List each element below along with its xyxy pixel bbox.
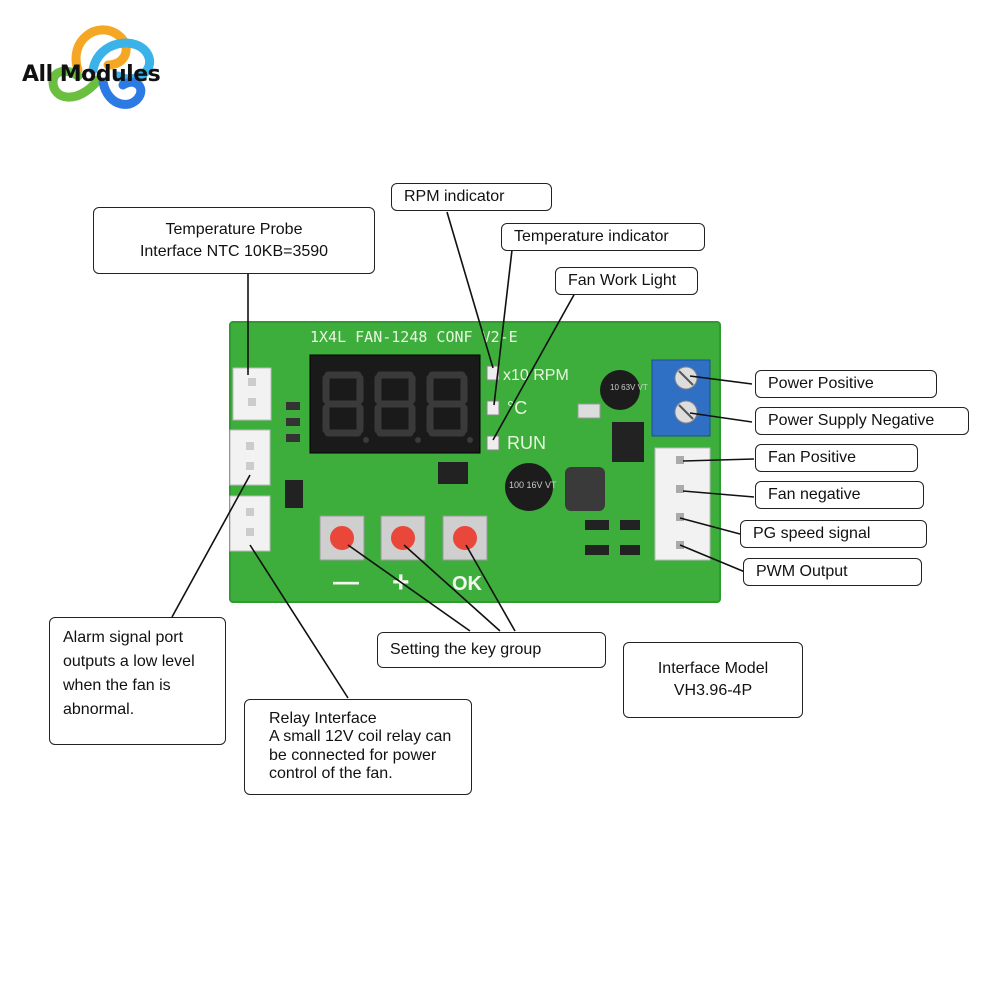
callout-key-group-text: Setting the key group [390, 641, 542, 659]
alarm-connector [229, 429, 271, 486]
fan-connector-vh396 [654, 447, 711, 561]
callout-temp-probe-line1: Temperature Probe [165, 220, 303, 238]
temp-probe-connector [232, 367, 272, 421]
run-indicator-label: RUN [507, 433, 546, 453]
small-cap-label: 10 63V VT [610, 383, 648, 392]
small-capacitor: 10 63V VT [600, 370, 648, 410]
callout-fan-positive-text: Fan Positive [768, 449, 857, 467]
callout-temp-indicator-text: Temperature indicator [514, 228, 669, 246]
callout-temp-probe-line2: Interface NTC 10KB=3590 [139, 242, 329, 260]
large-cap-label: 100 16V VT [509, 480, 557, 490]
relay-connector [229, 495, 271, 552]
callout-temp-indicator: Temperature indicator [501, 223, 705, 251]
inductor [565, 467, 605, 511]
seven-segment-display [309, 354, 481, 454]
callout-relay: Relay Interface A small 12V coil relay c… [244, 699, 472, 795]
callout-fan-positive: Fan Positive [755, 444, 918, 472]
temp-indicator-label: °C [507, 398, 527, 418]
callout-power-positive-text: Power Positive [768, 375, 874, 393]
pcb-title: 1X4L FAN-1248 CONF V2-E [310, 328, 518, 346]
power-terminal-block [651, 359, 711, 437]
callout-interface-model-line1: Interface Model [657, 660, 769, 678]
ic-chip [612, 422, 644, 462]
large-capacitor: 100 16V VT [505, 463, 557, 511]
callout-interface-model-line2: VH3.96-4P [673, 682, 753, 699]
button-minus-label: — [333, 566, 359, 596]
callout-pg-speed: PG speed signal [740, 520, 927, 548]
callout-power-negative-text: Power Supply Negative [768, 412, 935, 430]
button-ok [442, 515, 488, 561]
callout-power-positive: Power Positive [755, 370, 937, 398]
callout-fan-negative-text: Fan negative [768, 486, 861, 504]
callout-rpm-indicator: RPM indicator [391, 183, 552, 211]
callout-pwm-output: PWM Output [743, 558, 922, 586]
callout-pwm-output-text: PWM Output [756, 563, 848, 581]
callout-key-group: Setting the key group [377, 632, 606, 668]
brand-logo: All Modules [8, 10, 178, 120]
callout-rpm-indicator-text: RPM indicator [404, 188, 505, 206]
button-ok-label: OK [452, 573, 483, 595]
logo-swirl-icon [48, 25, 155, 109]
callout-fan-work-light-text: Fan Work Light [568, 272, 677, 290]
rpm-indicator-label: x10 RPM [503, 367, 569, 384]
callout-power-negative: Power Supply Negative [755, 407, 969, 435]
callout-temp-probe: Temperature Probe Interface NTC 10KB=359… [93, 207, 375, 274]
run-led [486, 435, 500, 451]
callout-pg-speed-text: PG speed signal [753, 525, 871, 543]
callout-interface-model: Interface Model VH3.96-4P [623, 642, 803, 718]
temp-led [486, 400, 500, 416]
leader-lines [171, 211, 755, 699]
callout-alarm: Alarm signal port outputs a low level wh… [49, 617, 226, 745]
callout-fan-work-light: Fan Work Light [555, 267, 698, 295]
button-minus [319, 515, 365, 561]
button-plus [380, 515, 426, 561]
callout-fan-negative: Fan negative [755, 481, 924, 509]
brand-name: All Modules [22, 62, 161, 87]
